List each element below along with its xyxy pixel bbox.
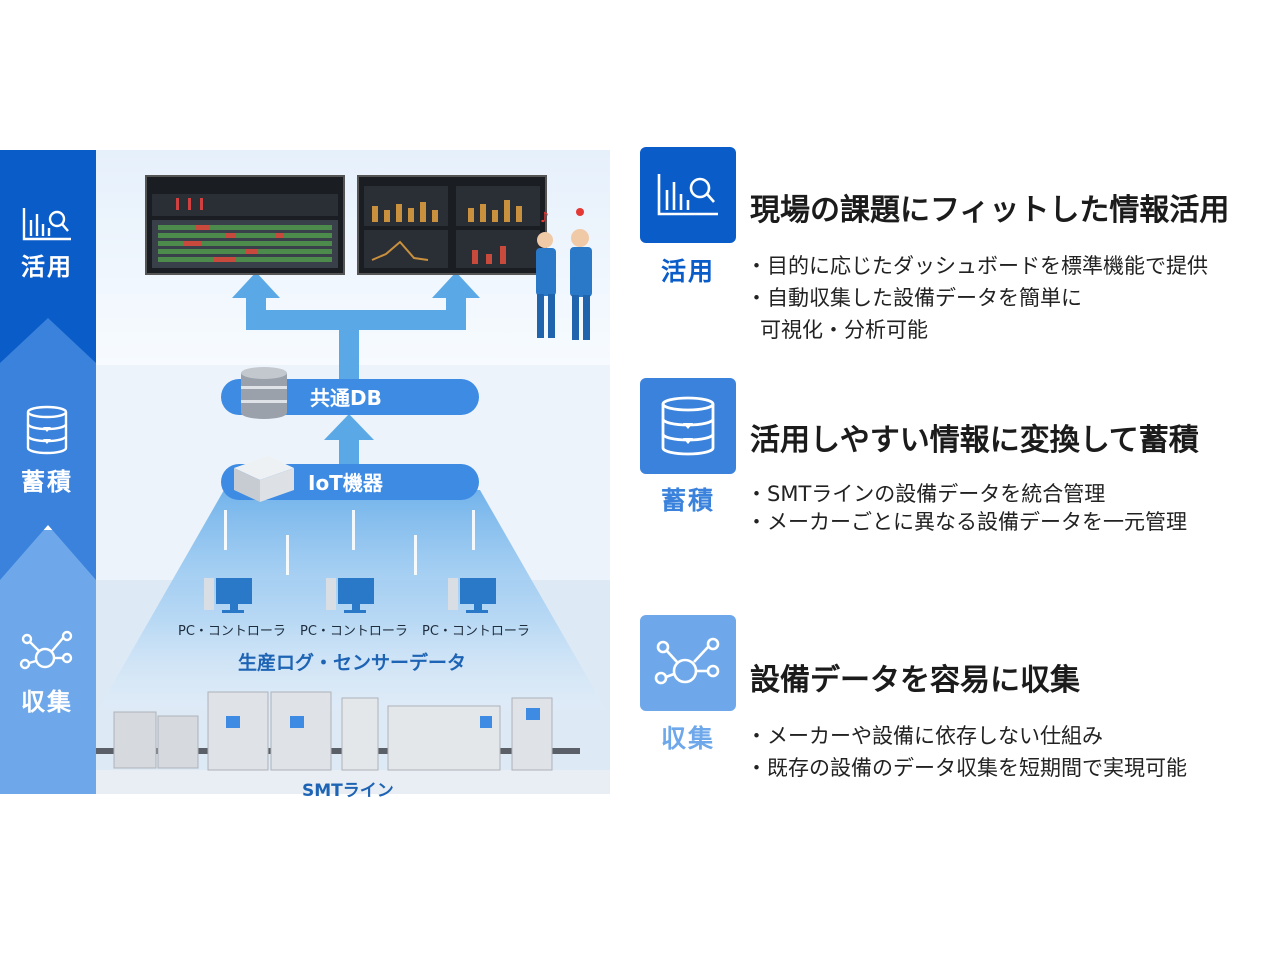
stage-bar: 活用 蓄積 収集 xyxy=(0,150,96,794)
dashboard-monitor-right xyxy=(357,175,547,275)
feature-icon-box-chikuseki xyxy=(640,378,736,474)
pc-icons xyxy=(204,578,496,613)
stage-label-chikuseki: 蓄積 xyxy=(21,468,73,496)
smt-machines xyxy=(96,691,580,771)
stage-bar-shapes xyxy=(0,150,96,794)
feature-icon-box-katsuyo xyxy=(640,147,736,243)
feature-bullet: ・既存の設備のデータ収集を短期間で実現可能 xyxy=(746,756,1187,780)
feature-title-katsuyo: 現場の課題にフィットした情報活用 xyxy=(750,193,1230,228)
pc-label-2: PC・コントローラ xyxy=(300,624,408,639)
feature-bullet: ・メーカーや設備に依存しない仕組み xyxy=(746,724,1103,748)
feature-bullet: 可視化・分析可能 xyxy=(760,318,928,342)
feature-caption-shushu: 収集 xyxy=(660,724,715,753)
network-nodes-icon xyxy=(654,637,720,685)
diagram-graphics: ♪ xyxy=(96,150,610,794)
feature-caption-katsuyo: 活用 xyxy=(660,257,715,286)
feature-bullet: ・自動収集した設備データを簡単に xyxy=(746,286,1082,310)
chart-search-icon xyxy=(657,174,718,216)
data-label: 生産ログ・センサーデータ xyxy=(238,652,467,674)
workers-illustration: ♪ xyxy=(536,208,592,340)
database-icon xyxy=(0,405,94,455)
network-nodes-icon xyxy=(0,628,94,674)
iot-device-graphic xyxy=(234,456,294,502)
feature-caption-chikuseki: 蓄積 xyxy=(660,486,715,515)
db-cylinder-graphic xyxy=(241,367,287,419)
feature-bullet: ・SMTラインの設備データを統合管理 xyxy=(746,482,1106,506)
feature-title-chikuseki: 活用しやすい情報に変換して蓄積 xyxy=(750,423,1199,458)
stage-label-shushu: 収集 xyxy=(21,688,73,716)
smt-line-label: SMTライン xyxy=(302,781,394,801)
pc-label-1: PC・コントローラ xyxy=(178,624,286,639)
pc-label-3: PC・コントローラ xyxy=(422,624,530,639)
feature-bullet: ・目的に応じたダッシュボードを標準機能で提供 xyxy=(746,254,1208,278)
feature-bullet: ・メーカーごとに異なる設備データを一元管理 xyxy=(746,510,1187,534)
feature-icon-box-shushu xyxy=(640,615,736,711)
system-diagram: ♪ xyxy=(96,150,610,801)
database-icon xyxy=(661,396,715,456)
db-label: 共通DB xyxy=(310,386,382,410)
feature-title-shushu: 設備データを容易に収集 xyxy=(750,663,1080,698)
dashboard-monitor-left xyxy=(145,175,345,275)
iot-label: IoT機器 xyxy=(308,471,383,495)
chart-search-icon xyxy=(0,206,94,242)
svg-text:♪: ♪ xyxy=(540,210,549,226)
stage-label-katsuyo: 活用 xyxy=(21,253,73,281)
